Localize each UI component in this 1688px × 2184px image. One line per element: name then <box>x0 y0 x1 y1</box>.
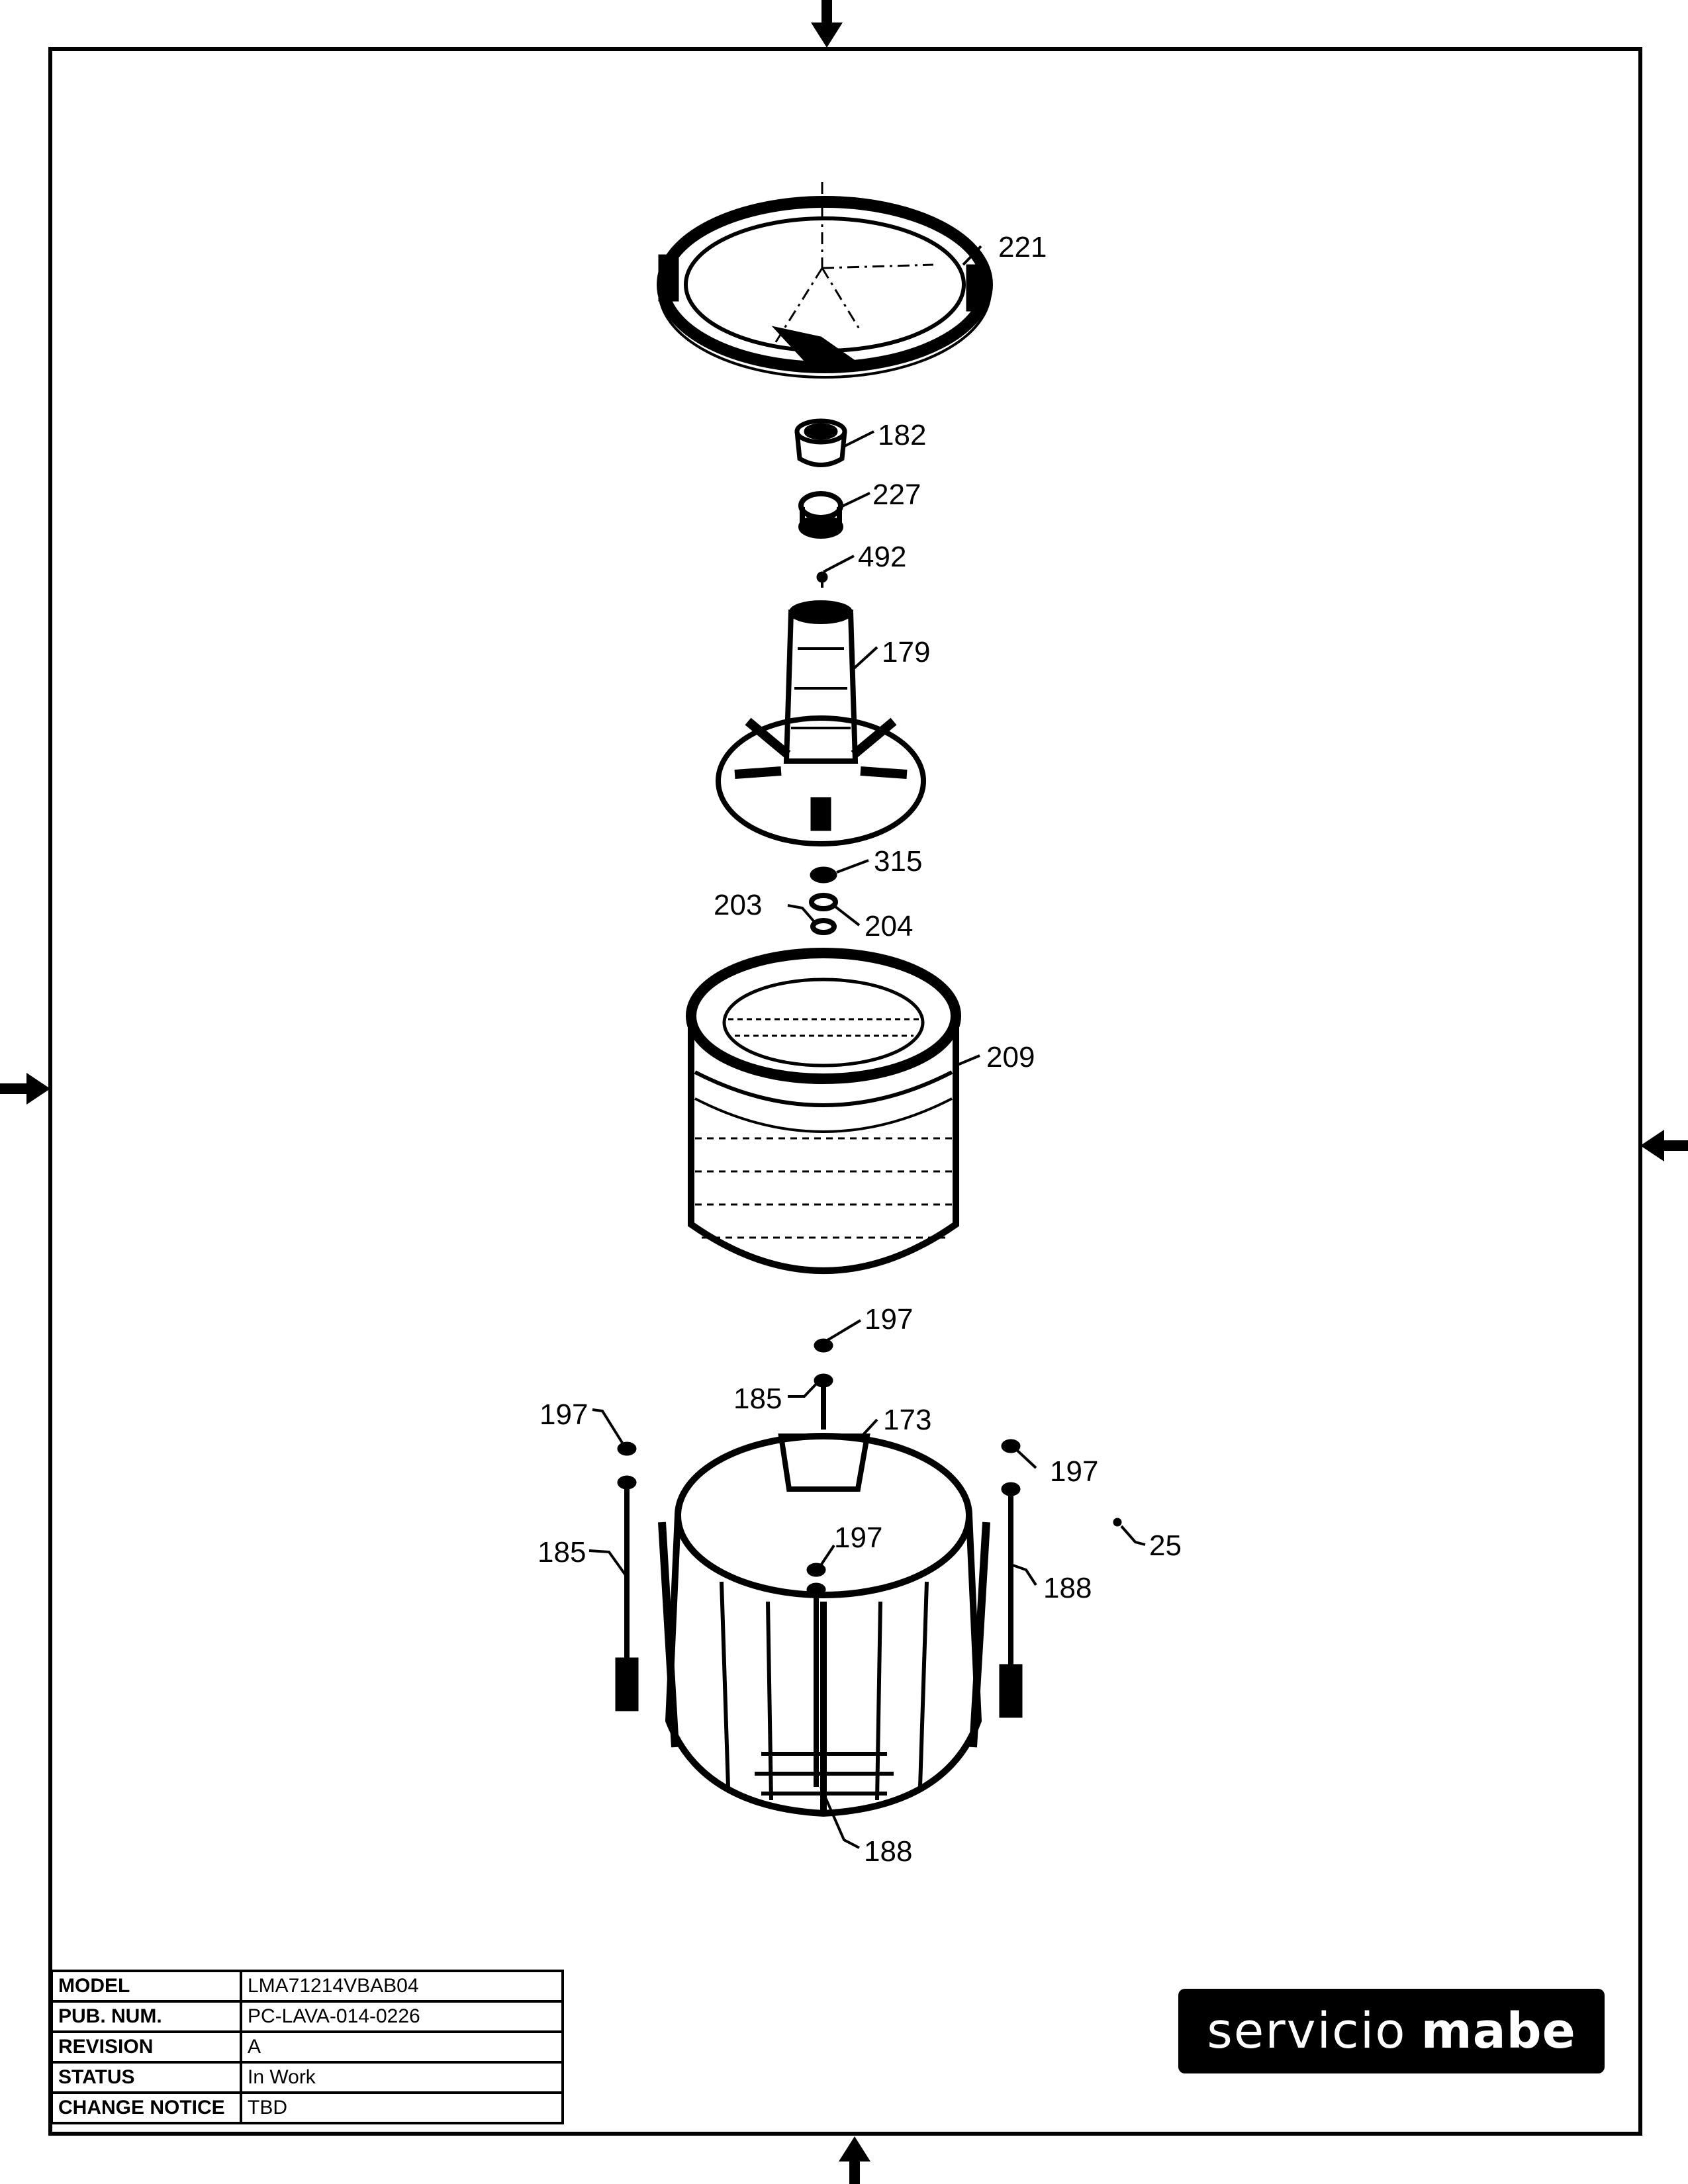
part-197-cap-inner <box>806 1544 835 1597</box>
title-block-value: In Work <box>240 2061 564 2094</box>
part-188-rod-right <box>999 1482 1037 1718</box>
part-492-screw <box>816 555 855 588</box>
callout-25: 25 <box>1149 1529 1182 1562</box>
callout-173: 173 <box>883 1404 931 1436</box>
part-197-cap-right <box>1001 1439 1037 1469</box>
center-arrow-right <box>1640 1130 1688 1161</box>
part-209-basket <box>686 948 980 1274</box>
part-185-rod-left <box>588 1475 639 1711</box>
part-203-washer <box>787 904 837 935</box>
title-block-row: REVISION A <box>50 2030 564 2064</box>
title-block-key: PUB. NUM. <box>50 2000 242 2033</box>
servicio-mabe-logo: servicio mabe <box>1178 1989 1605 2073</box>
callout-204: 204 <box>865 910 913 942</box>
title-block-key: REVISION <box>50 2030 242 2064</box>
center-arrow-bottom <box>839 2136 870 2184</box>
part-173-outer-tub <box>658 1418 990 1817</box>
title-block-value: PC-LAVA-014-0226 <box>240 2000 564 2033</box>
center-arrow-top <box>811 0 843 48</box>
title-block-key: CHANGE NOTICE <box>50 2091 242 2124</box>
callout-185-left: 185 <box>538 1536 586 1569</box>
callout-182: 182 <box>878 419 926 451</box>
title-block-row: MODEL LMA71214VBAB04 <box>50 1970 564 2003</box>
logo-text-bold: mabe <box>1421 2003 1576 2060</box>
part-221-top-ring <box>657 182 993 379</box>
title-block-row: PUB. NUM. PC-LAVA-014-0226 <box>50 2000 564 2033</box>
title-block-value: TBD <box>240 2091 564 2124</box>
title-block-value: A <box>240 2030 564 2064</box>
callout-188-right: 188 <box>1043 1572 1092 1604</box>
part-185-rod-center <box>788 1373 833 1430</box>
callout-185-center: 185 <box>733 1383 782 1415</box>
callout-179: 179 <box>882 636 930 668</box>
title-block-key: STATUS <box>50 2061 242 2094</box>
callout-197-right: 197 <box>1050 1455 1098 1488</box>
callout-221: 221 <box>998 231 1047 263</box>
callout-203: 203 <box>714 889 762 921</box>
title-block-key: MODEL <box>50 1970 242 2003</box>
logo-text-light: servicio <box>1207 2003 1407 2060</box>
part-182-bushing <box>794 418 874 467</box>
part-25-clip <box>1113 1518 1146 1546</box>
part-188-rod-inner <box>814 1595 860 1849</box>
part-197-cap-left <box>592 1408 637 1456</box>
title-block-row: CHANGE NOTICE TBD <box>50 2091 564 2124</box>
callout-197-left: 197 <box>539 1398 588 1431</box>
callout-227: 227 <box>872 478 921 511</box>
center-arrow-left <box>0 1073 50 1105</box>
part-197-cap-center-top <box>814 1319 862 1353</box>
callout-315: 315 <box>874 845 922 878</box>
callout-197-inner: 197 <box>834 1522 882 1554</box>
part-204-washer <box>809 893 861 927</box>
part-227-seal <box>798 491 870 539</box>
callout-197-center-top: 197 <box>865 1303 913 1336</box>
part-315-nut <box>810 859 869 884</box>
part-179-agitator <box>716 600 926 846</box>
title-block-row: STATUS In Work <box>50 2061 564 2094</box>
title-block: MODEL LMA71214VBAB04 PUB. NUM. PC-LAVA-0… <box>50 1970 564 2124</box>
title-block-value: LMA71214VBAB04 <box>240 1970 564 2003</box>
callout-492: 492 <box>858 541 906 573</box>
callout-188-inner: 188 <box>864 1835 912 1868</box>
drawing-frame <box>48 47 1642 2136</box>
callout-209: 209 <box>986 1041 1035 1073</box>
